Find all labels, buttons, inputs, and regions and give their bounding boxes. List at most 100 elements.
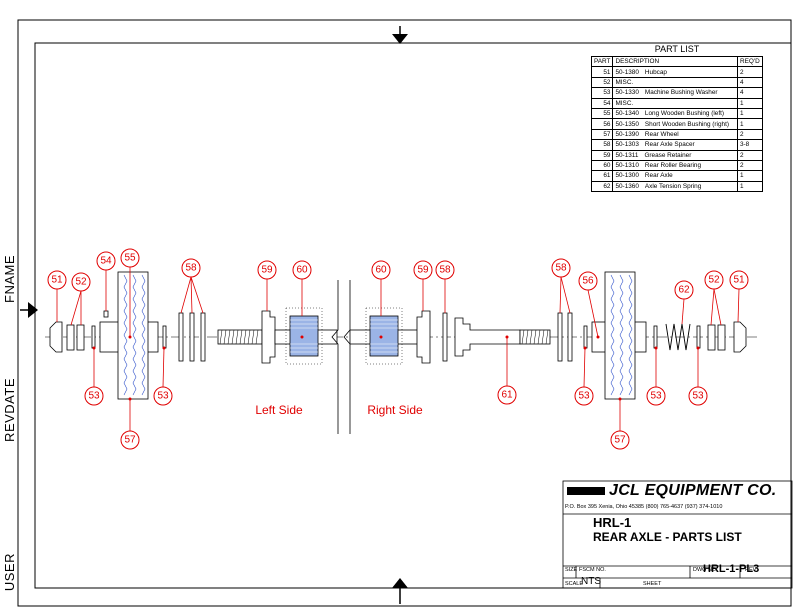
bottom-center-arrow-icon [392, 578, 408, 604]
part-number-cell: 52 [590, 76, 614, 89]
grease-retainer-left [261, 310, 276, 364]
part-qty-cell: 4 [737, 76, 763, 89]
part-qty-cell: 2 [737, 128, 763, 141]
part-number-cell: 59 [590, 149, 614, 161]
grease-retainer-right [416, 310, 431, 364]
balloon-label: 58 [555, 263, 567, 274]
part-number-cell: 62 [590, 180, 614, 193]
balloon-label: 56 [582, 276, 594, 287]
balloon-51-right [729, 270, 749, 290]
misc-spacer-left-2 [76, 324, 85, 351]
part-name: Rear Axle Spacer [644, 141, 695, 149]
axle-spacer-left-3 [200, 312, 206, 362]
balloon-label: 57 [124, 435, 136, 446]
col-header-part: PART [590, 55, 614, 68]
balloon-label: 58 [439, 265, 451, 276]
left-side-label: Left Side [255, 403, 303, 417]
catalog-number: MISC. [615, 78, 634, 86]
balloon-label: 53 [88, 391, 100, 402]
balloon-52-right [704, 270, 724, 290]
balloon-label: 62 [678, 285, 690, 296]
part-qty-cell: 3-8 [737, 139, 763, 151]
balloon-54 [96, 251, 116, 271]
leader-lines [56, 267, 740, 431]
part-number-cell: 51 [590, 66, 614, 78]
part-number-cell: 61 [590, 170, 614, 182]
balloon-53-e [688, 386, 708, 406]
balloon-label: 60 [375, 265, 387, 276]
part-name: Hubcap [644, 68, 667, 76]
balloon-label: 53 [157, 391, 169, 402]
sheet-label: SHEET [643, 581, 662, 587]
balloon-60-right [371, 260, 391, 280]
part-name: Rear Wheel [644, 130, 679, 138]
balloon-55 [120, 248, 140, 268]
roller-bearing-right [369, 315, 399, 357]
balloon-58-right-b [551, 258, 571, 278]
dwg-number: HRL-1-PL3 [703, 563, 760, 575]
balloon-label: 54 [100, 256, 112, 267]
part-qty-cell: 1 [737, 170, 763, 182]
part-number-cell: 58 [590, 139, 614, 151]
catalog-number: 50-1340 [615, 110, 639, 118]
axle-spacer-left-2 [189, 312, 195, 362]
scale-value: NTS [581, 576, 601, 587]
balloon-62 [674, 280, 694, 300]
misc-54 [103, 310, 109, 318]
balloon-53-b [153, 386, 173, 406]
balloon-label: 53 [650, 391, 662, 402]
catalog-number: 50-1360 [615, 182, 639, 190]
part-number-cell: 53 [590, 87, 614, 99]
right-side-label: Right Side [367, 403, 423, 417]
balloon-label: 57 [614, 435, 626, 446]
catalog-number: 50-1300 [615, 172, 639, 180]
axle-spacer-right-3 [567, 312, 573, 362]
axle-spacer-left-1 [178, 312, 184, 362]
balloon-58-left [181, 258, 201, 278]
title-block-frame [562, 480, 793, 589]
hubcap-right [733, 321, 747, 353]
misc-spacer-right-1 [707, 324, 716, 351]
part-qty-cell: 1 [737, 180, 763, 193]
scale-label: SCALE [565, 581, 584, 587]
part-qty-cell: 2 [737, 159, 763, 172]
part-qty-cell: 1 [737, 97, 763, 109]
misc-spacer-left-1 [66, 324, 75, 351]
drawing-title: REAR AXLE - PARTS LIST [593, 530, 742, 544]
wheel-left-waves [123, 274, 146, 396]
fscm-label: FSCM NO. [579, 567, 606, 573]
balloon-label: 59 [261, 265, 273, 276]
part-number-cell: 60 [590, 159, 614, 172]
break-line-1 [331, 280, 339, 434]
part-qty-cell: 4 [737, 87, 763, 99]
balloon-51-left [47, 270, 67, 290]
balloon-label: 55 [124, 253, 136, 264]
part-qty-cell: 1 [737, 118, 763, 130]
part-name: Short Wooden Bushing (right) [644, 120, 729, 128]
balloon-label: 51 [733, 275, 745, 286]
washer-left-outer [91, 325, 96, 349]
part-list-title: PART LIST [591, 42, 763, 57]
balloon-label: 59 [417, 265, 429, 276]
catalog-number: 50-1310 [615, 162, 639, 170]
company-logo [567, 487, 605, 495]
catalog-number: 50-1303 [615, 141, 639, 149]
part-name: Long Wooden Bushing (left) [644, 110, 725, 118]
part-description-cell: 50-1340 Long Wooden Bushing (left) [612, 107, 738, 120]
part-name: Machine Bushing Washer [644, 89, 718, 97]
part-number-cell: 54 [590, 97, 614, 109]
washer-right-spring [696, 325, 701, 349]
